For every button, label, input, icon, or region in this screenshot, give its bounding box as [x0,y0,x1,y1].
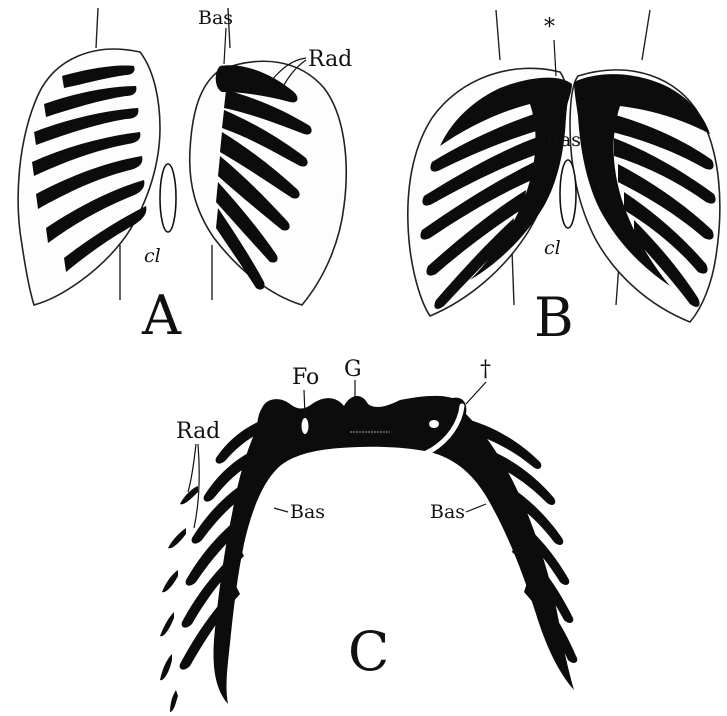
panel-c-foramen [302,418,309,434]
panel-b-label-bas: Bas [546,129,581,151]
panel-c-label-bas-right: Bas [430,501,465,523]
panel-c-letter: C [348,620,389,683]
radial-tip [160,612,174,636]
panel-c-leader-rad-1 [188,444,196,492]
panel-c: Fo G † Rad Bas Bas C [160,357,577,712]
radial-tip [162,570,178,592]
panel-a-letter: A [141,284,182,347]
panel-b-cloaca [560,160,576,228]
radial-tip [160,654,172,680]
radial-tip [168,528,186,548]
panel-a-leader-bas [224,28,226,64]
panel-c-label-bas-left: Bas [290,501,325,523]
panel-b-axis-left [496,10,500,60]
panel-c-left-radials [160,420,266,712]
panel-b-letter: B [534,286,574,349]
panel-c-label-dagger: † [480,357,491,382]
panel-b-label-cl: cl [544,237,561,259]
panel-a: Bas Rad cl A [18,7,352,347]
panel-c-label-g: G [344,357,362,382]
radial-tip [170,690,178,712]
panel-a-axis-left [96,8,98,48]
panel-a-label-bas: Bas [198,7,233,29]
panel-c-label-fo: Fo [292,365,319,390]
panel-b-label-star: * [544,15,555,40]
panel-a-label-cl: cl [144,245,161,267]
panel-c-leader-bas-right [466,504,486,512]
panel-b: * Bas cl B [408,10,720,349]
panel-c-leader-dagger [466,382,486,404]
panel-c-leader-bas-left [274,508,288,512]
panel-a-cloaca [160,164,176,232]
panel-b-axis-left-lower [512,250,514,305]
panel-c-label-rad: Rad [176,419,220,444]
panel-a-right-fin-outline [190,61,347,305]
panel-c-foramen-right [429,420,439,428]
panel-a-label-rad: Rad [308,47,352,72]
panel-b-axis-right [642,10,650,60]
